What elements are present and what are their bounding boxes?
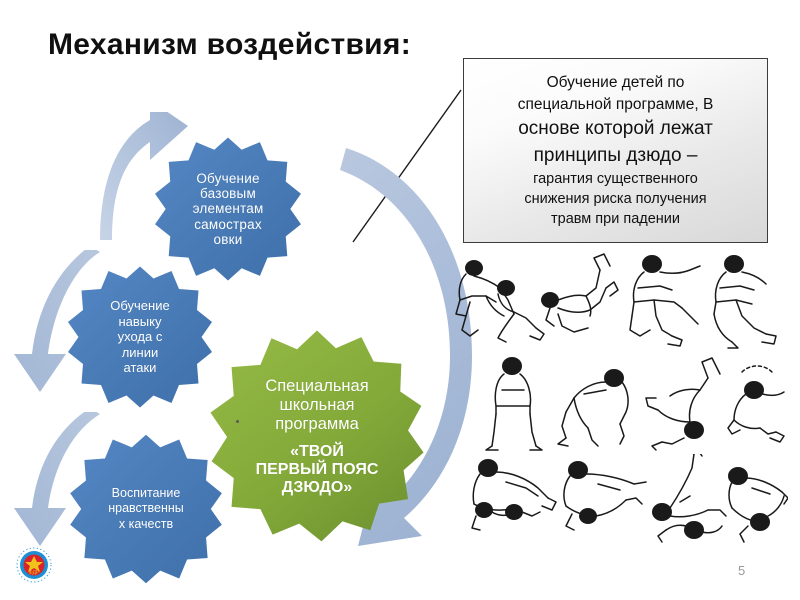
callout-line: снижения риска получения <box>524 191 707 208</box>
gear-label: Обучение навыку ухода с линии атаки <box>104 298 175 376</box>
gear-line: линии <box>121 344 159 360</box>
gear-line: нравственны <box>108 501 184 516</box>
program-title-line: ПЕРВЫЙ ПОЯС <box>255 460 379 478</box>
gear-line: навыку <box>118 313 162 329</box>
program-line: школьная <box>279 396 355 414</box>
page-number: 5 <box>738 563 746 578</box>
federation-emblem: ФДР <box>16 547 52 583</box>
program-title-line: «ТВОЙ <box>290 442 344 460</box>
gear-label: Обучение базовым элементам самострах овк… <box>187 171 270 248</box>
gear-line: Воспитание <box>111 486 181 501</box>
judo-figure <box>563 461 647 531</box>
gear-line: Обучение <box>196 170 260 186</box>
judo-figure <box>652 454 727 543</box>
program-line: программа <box>275 415 359 434</box>
gear-shape-icon <box>210 330 424 542</box>
callout-line: основе которой лежат <box>518 117 713 139</box>
gear-moral-qualities[interactable]: Воспитание нравственны х качеств <box>62 430 230 588</box>
gear-shape-icon <box>68 266 212 408</box>
gear-basic-falling-skills[interactable]: Обучение базовым элементам самострах овк… <box>148 133 308 285</box>
judo-figure-row <box>452 354 788 452</box>
judo-figure <box>557 369 629 447</box>
gear-line: атаки <box>123 360 157 376</box>
judo-figure <box>713 255 777 349</box>
gear-attack-line-evasion[interactable]: Обучение навыку ухода с линии атаки <box>62 262 218 412</box>
gear-special-school-program[interactable]: Специальная школьная программа «ТВОЙ ПЕР… <box>206 326 428 548</box>
gear-line: базовым <box>200 185 256 201</box>
judo-figure <box>728 467 788 543</box>
program-title-line: ДЗЮДО» <box>281 479 353 497</box>
svg-text:ФДР: ФДР <box>29 570 40 576</box>
gear-line: ухода с <box>117 329 163 345</box>
callout-line: принципы дзюдо – <box>533 144 698 166</box>
judo-figure-row <box>452 252 788 350</box>
judo-technique-figures <box>452 252 788 560</box>
callout-line: специальной программе, В <box>517 95 714 113</box>
page-title: Механизм воздействия: <box>48 28 412 61</box>
judo-figure <box>541 253 619 333</box>
decorative-dot <box>236 420 239 423</box>
judo-figure <box>727 365 785 443</box>
judo-figure <box>485 357 543 451</box>
gear-line: х качеств <box>118 516 174 531</box>
callout-connector-line <box>352 89 462 243</box>
judo-figure <box>645 357 721 451</box>
judo-figure <box>629 255 701 347</box>
gear-line: овки <box>213 232 243 248</box>
program-line: Специальная <box>265 376 369 395</box>
callout-line: Обучение детей по <box>546 73 685 91</box>
gear-label: Воспитание нравственны х качеств <box>102 486 190 532</box>
gear-line: элементам <box>192 201 264 217</box>
judo-figure-row <box>452 454 788 552</box>
gear-label: Специальная школьная программа «ТВОЙ ПЕР… <box>250 377 385 498</box>
gear-line: самострах <box>194 216 262 232</box>
callout-textbox: Обучение детей по специальной программе,… <box>463 58 768 243</box>
gear-shape-icon <box>70 434 222 584</box>
gear-line: Обучение <box>110 298 170 314</box>
callout-line: травм при падении <box>551 211 680 228</box>
gear-shape-icon <box>155 137 301 281</box>
callout-line: гарантия существенного <box>533 171 698 188</box>
judo-figure <box>455 260 545 343</box>
judo-figure <box>471 459 557 531</box>
